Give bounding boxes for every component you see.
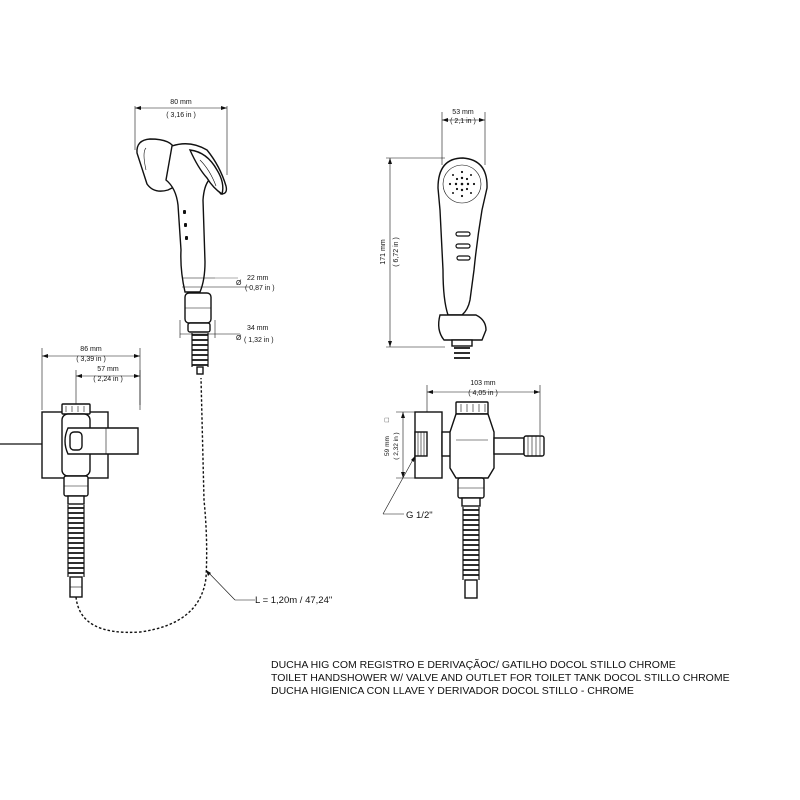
- height-in: ( 6,72 in ): [393, 237, 400, 267]
- outlet-103-in: ( 4,05 in ): [468, 390, 498, 397]
- valve-57-in: ( 2,24 in ): [93, 376, 123, 383]
- square-symbol: □: [384, 417, 391, 422]
- dia-34-in: ( 1,32 in ): [244, 337, 274, 344]
- product-caption: DUCHA HIG COM REGISTRO E DERIVAÇÃOC/ GAT…: [271, 658, 730, 697]
- outlet-59-in: ( 2,32 in ): [393, 432, 400, 459]
- valve-86-mm: 86 mm: [80, 346, 102, 353]
- front-width-mm: 53 mm: [452, 109, 474, 116]
- dia-34-mm: 34 mm: [247, 325, 269, 332]
- caption-line-3: DUCHA HIGIENICA CON LLAVE Y DERIVADOR DO…: [271, 685, 634, 697]
- valve-86-in: ( 3,39 in ): [76, 356, 106, 363]
- hose-line: [75, 377, 208, 634]
- handshower-front-view: 53 mm ( 2,1 in ) 171 mm ( 6,72 in ): [380, 109, 488, 359]
- dia-22-symbol: Ø: [236, 280, 242, 287]
- caption-line-1: DUCHA HIG COM REGISTRO E DERIVAÇÃOC/ GAT…: [271, 658, 676, 671]
- front-width-in: ( 2,1 in ): [450, 118, 476, 125]
- valve-front-view: 86 mm ( 3,39 in ) 57 mm ( 2,24 in ): [0, 346, 141, 598]
- caption-line-2: TOILET HANDSHOWER W/ VALVE AND OUTLET FO…: [271, 672, 730, 684]
- hose-length-callout: L = 1,20m / 47,24": [205, 569, 332, 606]
- hose-length-label: L = 1,20m / 47,24": [255, 595, 332, 606]
- side-width-in: ( 3,16 in ): [166, 112, 196, 119]
- dia-34-symbol: Ø: [236, 335, 242, 342]
- dia-22-in: ( 0,87 in ): [245, 285, 275, 292]
- outlet-103-mm: 103 mm: [470, 380, 495, 387]
- side-width-mm: 80 mm: [170, 99, 192, 106]
- thread-label: G 1/2": [406, 510, 433, 521]
- handshower-side-view: 80 mm ( 3,16 in ) Ø 22 mm ( 0,87 in ): [134, 99, 275, 375]
- height-mm: 171 mm: [380, 239, 387, 264]
- dia-22-mm: 22 mm: [247, 275, 269, 282]
- spray-holes: [448, 170, 476, 198]
- valve-57-mm: 57 mm: [97, 366, 119, 373]
- outlet-59-mm: 59 mm: [384, 436, 391, 456]
- valve-outlet-view: 103 mm ( 4,05 in ) 59 mm ( 2,32 in ) □: [382, 380, 545, 599]
